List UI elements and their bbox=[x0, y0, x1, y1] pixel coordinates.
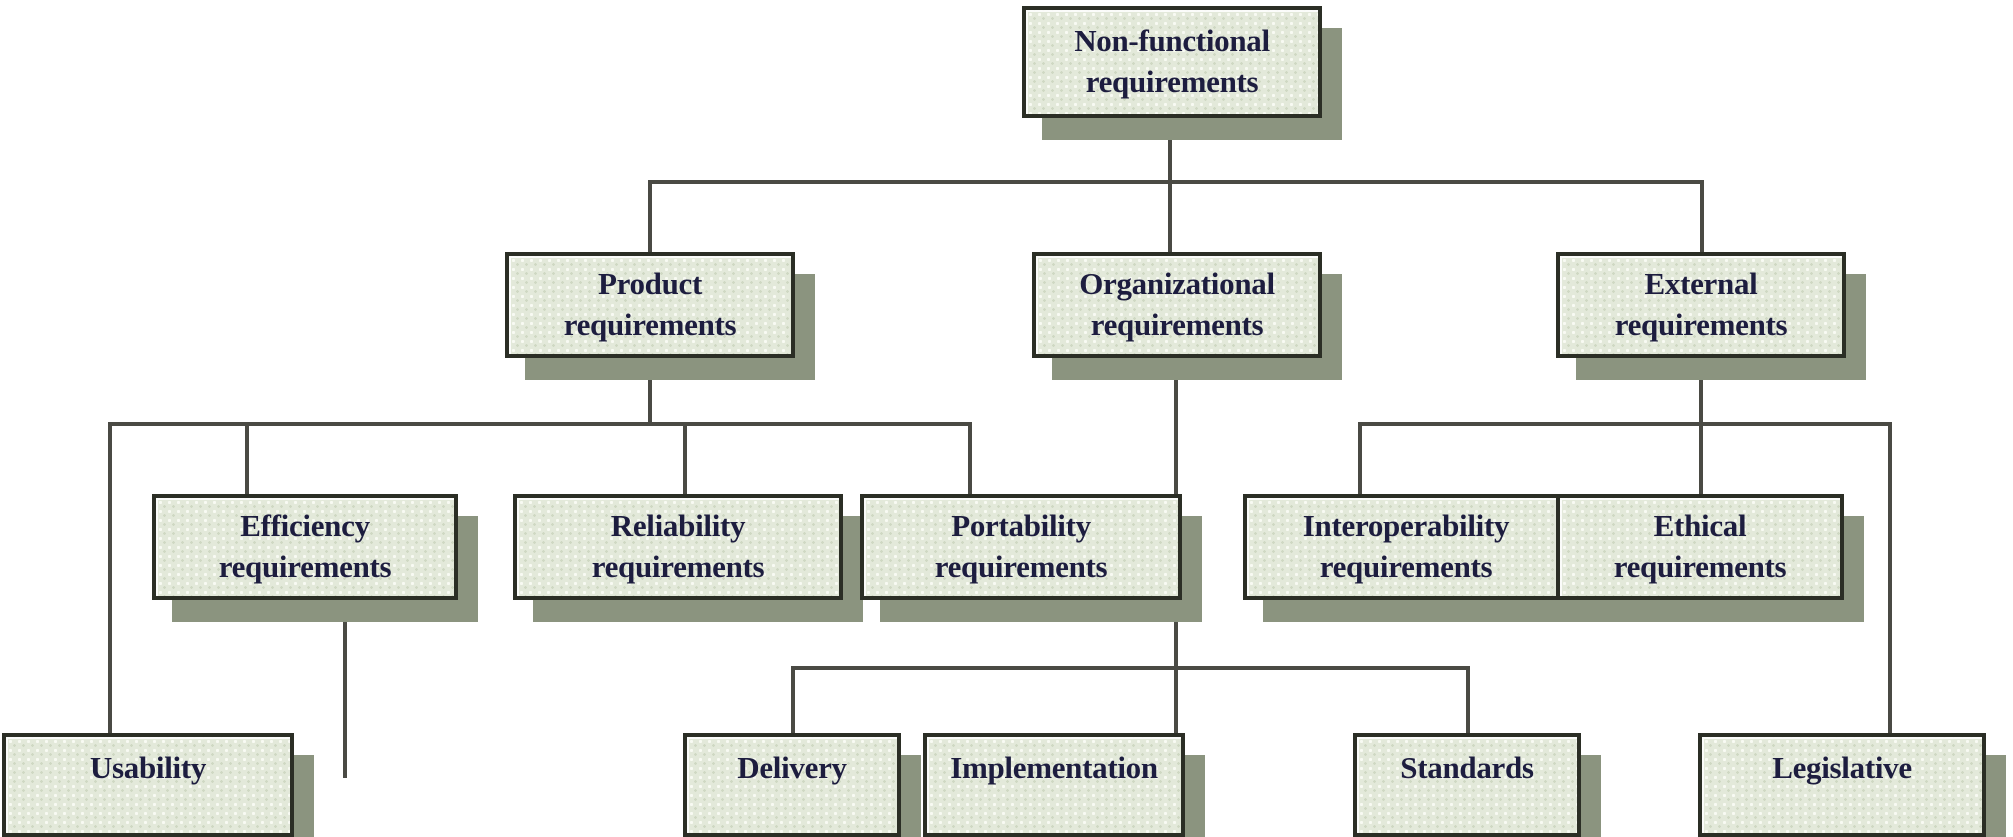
node-interoperability-requirements: Interoperability requirements bbox=[1243, 494, 1569, 600]
connector-product-stem bbox=[648, 358, 652, 426]
connector-product-bus bbox=[108, 422, 972, 426]
connector-efficiency-children-stem bbox=[343, 600, 347, 778]
node-label: External requirements bbox=[1614, 266, 1788, 342]
connector-drop-usability bbox=[108, 422, 112, 733]
node-ethical-requirements: Ethical requirements bbox=[1556, 494, 1844, 600]
node-non-functional-requirements: Non-functional requirements bbox=[1022, 6, 1322, 118]
node-legislative-requirements: Legislative bbox=[1698, 733, 1986, 837]
connector-drop-delivery bbox=[791, 666, 795, 733]
node-label: Ethical requirements bbox=[1613, 508, 1787, 584]
node-label: Legislative bbox=[1772, 750, 1912, 785]
node-label: Efficiency requirements bbox=[218, 508, 392, 584]
node-label: Portability requirements bbox=[934, 508, 1108, 584]
diagram-canvas: Non-functional requirements Product requ… bbox=[2, 6, 1986, 837]
node-delivery-requirements: Delivery bbox=[683, 733, 901, 837]
node-external-requirements: External requirements bbox=[1556, 252, 1846, 358]
node-label: Implementation bbox=[950, 750, 1158, 785]
node-label: Usability bbox=[89, 750, 207, 785]
connector-drop-interoperability bbox=[1358, 422, 1362, 496]
connector-external-bus bbox=[1358, 422, 1892, 426]
node-label: Non-functional requirements bbox=[1074, 23, 1270, 99]
connector-drop-reliability bbox=[683, 422, 687, 496]
connector-drop-product bbox=[648, 180, 652, 254]
node-label: Reliability requirements bbox=[591, 508, 765, 584]
node-label: Standards bbox=[1400, 750, 1534, 785]
connector-level2-bus bbox=[648, 180, 1704, 184]
node-label: Delivery bbox=[737, 750, 847, 785]
node-label: Product requirements bbox=[563, 266, 737, 342]
node-standards-requirements: Standards bbox=[1353, 733, 1581, 837]
node-implementation-requirements: Implementation bbox=[923, 733, 1185, 837]
node-usability-requirements: Usability bbox=[2, 733, 294, 837]
connector-drop-portability bbox=[968, 422, 972, 496]
connector-root-stem bbox=[1168, 118, 1172, 254]
node-portability-requirements: Portability requirements bbox=[860, 494, 1182, 600]
node-organizational-requirements: Organizational requirements bbox=[1032, 252, 1322, 358]
connector-drop-external bbox=[1700, 180, 1704, 254]
connector-drop-standards bbox=[1466, 666, 1470, 733]
connector-organizational-bus bbox=[791, 666, 1470, 670]
node-efficiency-requirements: Efficiency requirements bbox=[152, 494, 458, 600]
node-reliability-requirements: Reliability requirements bbox=[513, 494, 843, 600]
connector-drop-legislative bbox=[1888, 422, 1892, 733]
node-label: Interoperability requirements bbox=[1302, 508, 1510, 584]
node-label: Organizational requirements bbox=[1079, 266, 1275, 342]
connector-drop-efficiency bbox=[245, 422, 249, 496]
node-product-requirements: Product requirements bbox=[505, 252, 795, 358]
connector-external-stem bbox=[1699, 358, 1703, 498]
